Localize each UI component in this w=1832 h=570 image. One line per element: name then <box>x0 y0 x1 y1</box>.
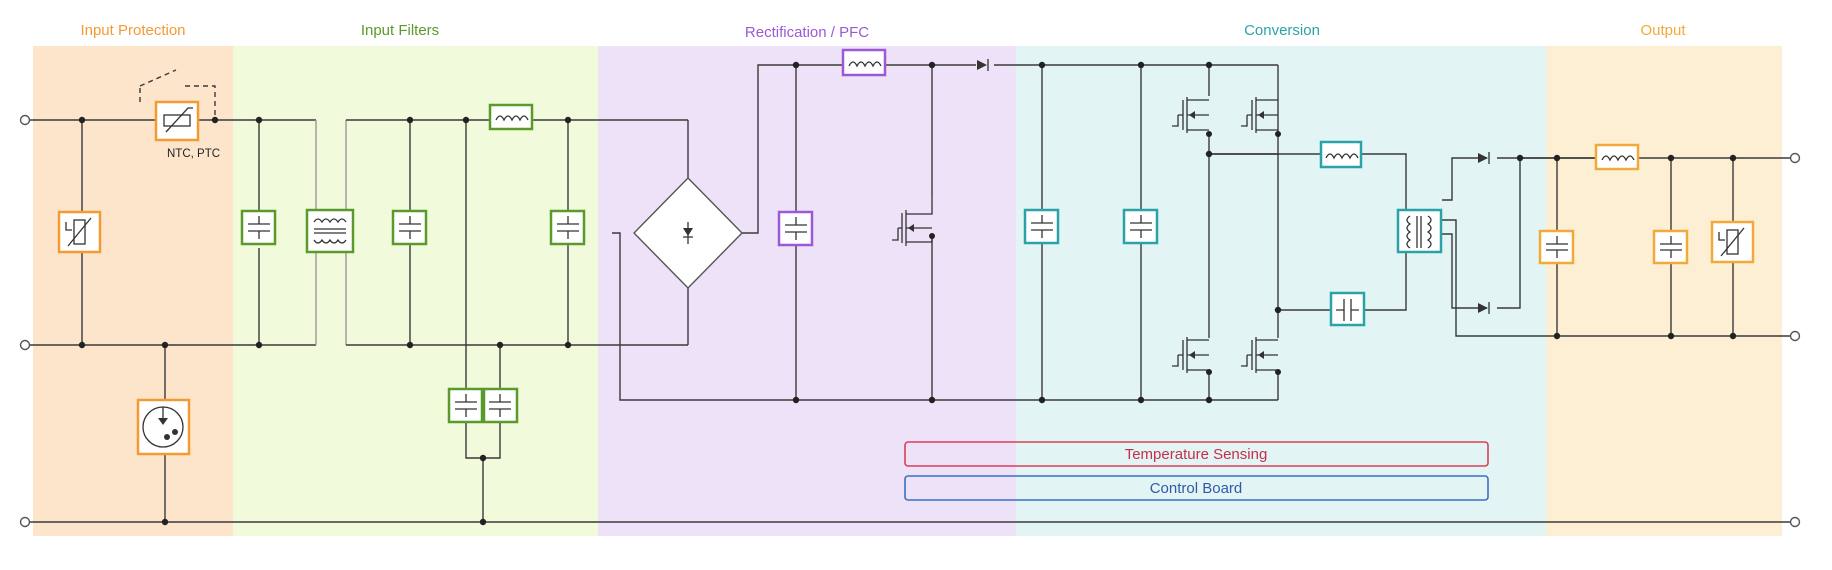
output-terminal-earth <box>1789 516 1801 528</box>
bridge-rectifier-icon <box>633 177 743 289</box>
output-varistor-icon <box>1710 220 1755 264</box>
pfc-diode-icon <box>977 59 989 71</box>
band-output <box>1546 46 1782 536</box>
output-capacitor-1-icon <box>1538 229 1575 265</box>
input-terminal-line <box>19 114 31 126</box>
gas-discharge-tube-icon <box>136 398 191 456</box>
y-capacitor-1-icon <box>447 387 484 424</box>
filter-inductor-icon <box>488 103 534 131</box>
hbridge-mosfet-3-icon <box>1172 337 1209 373</box>
band-input-protection <box>33 46 233 536</box>
terminals <box>19 114 1801 528</box>
common-mode-choke-icon <box>305 208 355 254</box>
y-capacitor-2-icon <box>482 387 519 424</box>
pfc-inductor-icon <box>841 48 887 77</box>
ntc-ptc-label: NTC, PTC <box>167 148 220 160</box>
hbridge-mosfet-1-icon <box>1172 97 1209 133</box>
wires <box>30 64 1790 523</box>
x-capacitor-3-icon <box>549 209 586 246</box>
temperature-sensing-bar: Temperature Sensing <box>904 441 1489 467</box>
output-terminal-positive <box>1789 152 1801 164</box>
output-terminal-negative <box>1789 330 1801 342</box>
thermistor-icon <box>154 100 200 142</box>
control-board-bar: Control Board <box>904 475 1489 501</box>
transformer-icon <box>1396 208 1443 254</box>
title-input-filters: Input Filters <box>361 22 439 39</box>
junction-dots <box>78 61 1737 526</box>
output-rectifier-diode-1-icon <box>1478 152 1490 164</box>
hbridge-mosfet-2-icon <box>1241 97 1278 133</box>
hbridge-mosfet-4-icon <box>1241 337 1278 373</box>
output-capacitor-2-icon <box>1652 229 1689 265</box>
x-capacitor-1-icon <box>240 209 277 246</box>
output-inductor-icon <box>1594 143 1640 171</box>
varistor-icon <box>57 210 102 254</box>
pfc-mosfet-icon <box>892 196 933 246</box>
bulk-capacitor-icon <box>777 210 814 247</box>
temperature-sensing-label: Temperature Sensing <box>1125 446 1268 463</box>
x-capacitor-2-icon <box>391 209 428 246</box>
resonant-inductor-icon <box>1319 140 1363 169</box>
title-conversion: Conversion <box>1244 22 1320 39</box>
input-terminal-earth <box>19 516 31 528</box>
input-terminal-neutral <box>19 339 31 351</box>
title-rectification: Rectification / PFC <box>745 24 869 41</box>
dc-link-capacitor-1-icon <box>1023 208 1060 245</box>
resonant-capacitor-icon <box>1329 291 1366 327</box>
title-input-protection: Input Protection <box>80 22 185 39</box>
band-input-filters <box>233 46 598 536</box>
dc-link-capacitor-2-icon <box>1122 208 1159 245</box>
output-rectifier-diode-2-icon <box>1478 302 1490 314</box>
band-conversion <box>1016 46 1546 536</box>
title-output: Output <box>1640 22 1686 39</box>
band-rectification <box>598 46 1016 536</box>
control-board-label: Control Board <box>1150 480 1243 497</box>
